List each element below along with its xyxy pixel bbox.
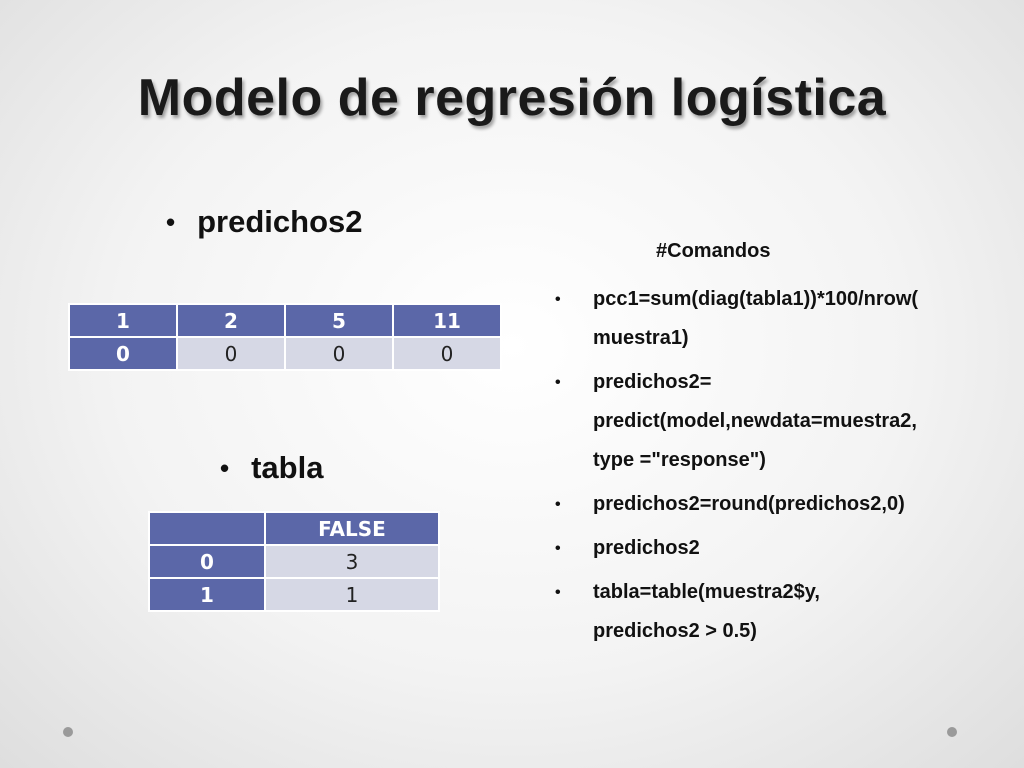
- bullet-dot: •: [555, 291, 561, 308]
- corner-dot-left: [63, 727, 73, 737]
- list-item: • predichos2= predict(model,newdata=mues…: [555, 363, 995, 480]
- bullet-tabla-label: tabla: [251, 450, 324, 485]
- tabla-table: FALSE 0 3 1 1: [148, 511, 440, 612]
- table-header-cell: [148, 511, 266, 546]
- table-cell: 0: [176, 336, 286, 371]
- table-cell: 3: [264, 544, 440, 579]
- corner-dot-right: [947, 727, 957, 737]
- list-item: • predichos2: [555, 529, 995, 568]
- slide-title: Modelo de regresión logística: [137, 69, 887, 127]
- table-row: 0 3: [148, 544, 440, 579]
- table-cell: 0: [148, 544, 266, 579]
- bullet-predichos2-label: predichos2: [197, 204, 363, 239]
- bullet-dot: •: [555, 374, 561, 391]
- table-header-cell: 2: [176, 303, 286, 338]
- table-row: 0 0 0 0: [68, 336, 502, 371]
- command-text: pcc1=sum(diag(tabla1))*100/nrow( muestra…: [593, 288, 919, 349]
- table-cell: 1: [148, 577, 266, 612]
- command-text: predichos2= predict(model,newdata=muestr…: [593, 371, 917, 471]
- table-cell: 0: [392, 336, 502, 371]
- commands-heading: #Comandos: [656, 240, 771, 262]
- predichos2-table: 1 2 5 11 0 0 0 0: [68, 303, 502, 371]
- bullet-dot: •: [555, 584, 561, 601]
- table-header-cell: FALSE: [264, 511, 440, 546]
- table-header-row: 1 2 5 11: [68, 303, 502, 338]
- list-item: • pcc1=sum(diag(tabla1))*100/nrow( muest…: [555, 280, 995, 358]
- command-text: predichos2: [593, 537, 700, 559]
- bullet-dot: •: [555, 496, 561, 513]
- table-cell: 0: [284, 336, 394, 371]
- table-header-cell: 11: [392, 303, 502, 338]
- bullet-dot: •: [166, 206, 176, 237]
- bullet-predichos2: • predichos2: [166, 204, 363, 240]
- commands-list: • pcc1=sum(diag(tabla1))*100/nrow( muest…: [555, 280, 995, 656]
- table-cell: 1: [264, 577, 440, 612]
- table-header-cell: 1: [68, 303, 178, 338]
- table-cell: 0: [68, 336, 178, 371]
- table-header-row: FALSE: [148, 511, 440, 546]
- bullet-tabla: • tabla: [220, 450, 323, 486]
- list-item: • predichos2=round(predichos2,0): [555, 485, 995, 524]
- command-text: tabla=table(muestra2$y, predichos2 > 0.5…: [593, 581, 820, 642]
- bullet-dot: •: [220, 452, 230, 483]
- table-row: 1 1: [148, 577, 440, 612]
- bullet-dot: •: [555, 540, 561, 557]
- table-header-cell: 5: [284, 303, 394, 338]
- command-text: predichos2=round(predichos2,0): [593, 493, 905, 515]
- list-item: • tabla=table(muestra2$y, predichos2 > 0…: [555, 573, 995, 651]
